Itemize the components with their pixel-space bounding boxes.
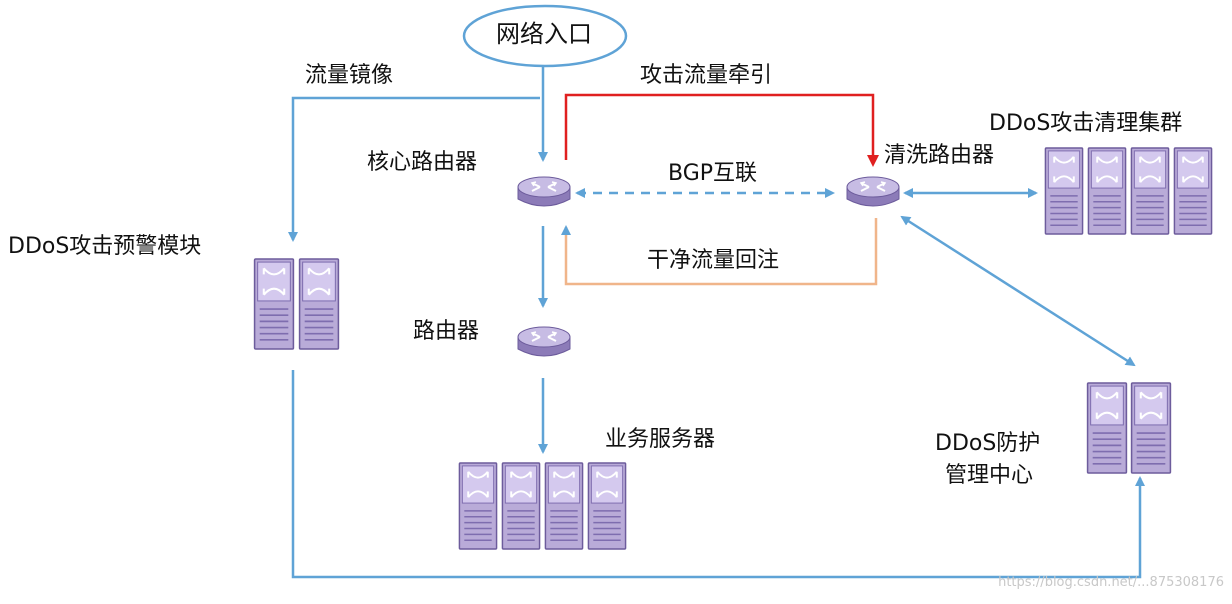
mirror-link xyxy=(288,96,540,242)
router-icon xyxy=(516,325,572,358)
traffic-mirror-label: 流量镜像 xyxy=(305,63,394,88)
business-servers-label: 业务服务器 xyxy=(605,427,716,452)
warning-to-mgmt-link xyxy=(291,370,1145,579)
reinjection-label: 干净流量回注 xyxy=(647,248,780,273)
scrub-to-mgmt-link xyxy=(900,215,1136,367)
attack-diversion-label: 攻击流量牵引 xyxy=(640,63,773,88)
reinjection-link xyxy=(561,218,878,286)
warning-module-rack-icon xyxy=(253,258,340,350)
cleaning-cluster-rack-icon xyxy=(1044,147,1213,235)
core-router-icon xyxy=(516,175,572,208)
mgmt-center-rack-icon xyxy=(1086,382,1172,474)
watermark: https://blog.csdn.net/...875308176 xyxy=(998,575,1224,590)
diversion-link xyxy=(564,93,879,167)
mgmt-center-label-line1: DDoS防护 xyxy=(935,431,1041,456)
scrub-router-label: 清洗路由器 xyxy=(884,143,995,168)
warning-module-label: DDoS攻击预警模块 xyxy=(8,234,202,259)
network-entry-label: 网络入口 xyxy=(496,20,592,48)
business-servers-rack-icon xyxy=(458,462,627,550)
core-router-label: 核心路由器 xyxy=(367,150,478,175)
scrub-router-icon xyxy=(845,175,901,208)
mgmt-center-label-line2: 管理中心 xyxy=(945,463,1034,488)
router-label: 路由器 xyxy=(413,319,480,344)
cleaning-cluster-label: DDoS攻击清理集群 xyxy=(989,111,1183,136)
bgp-label: BGP互联 xyxy=(668,161,758,186)
network-entry-node xyxy=(462,4,628,68)
